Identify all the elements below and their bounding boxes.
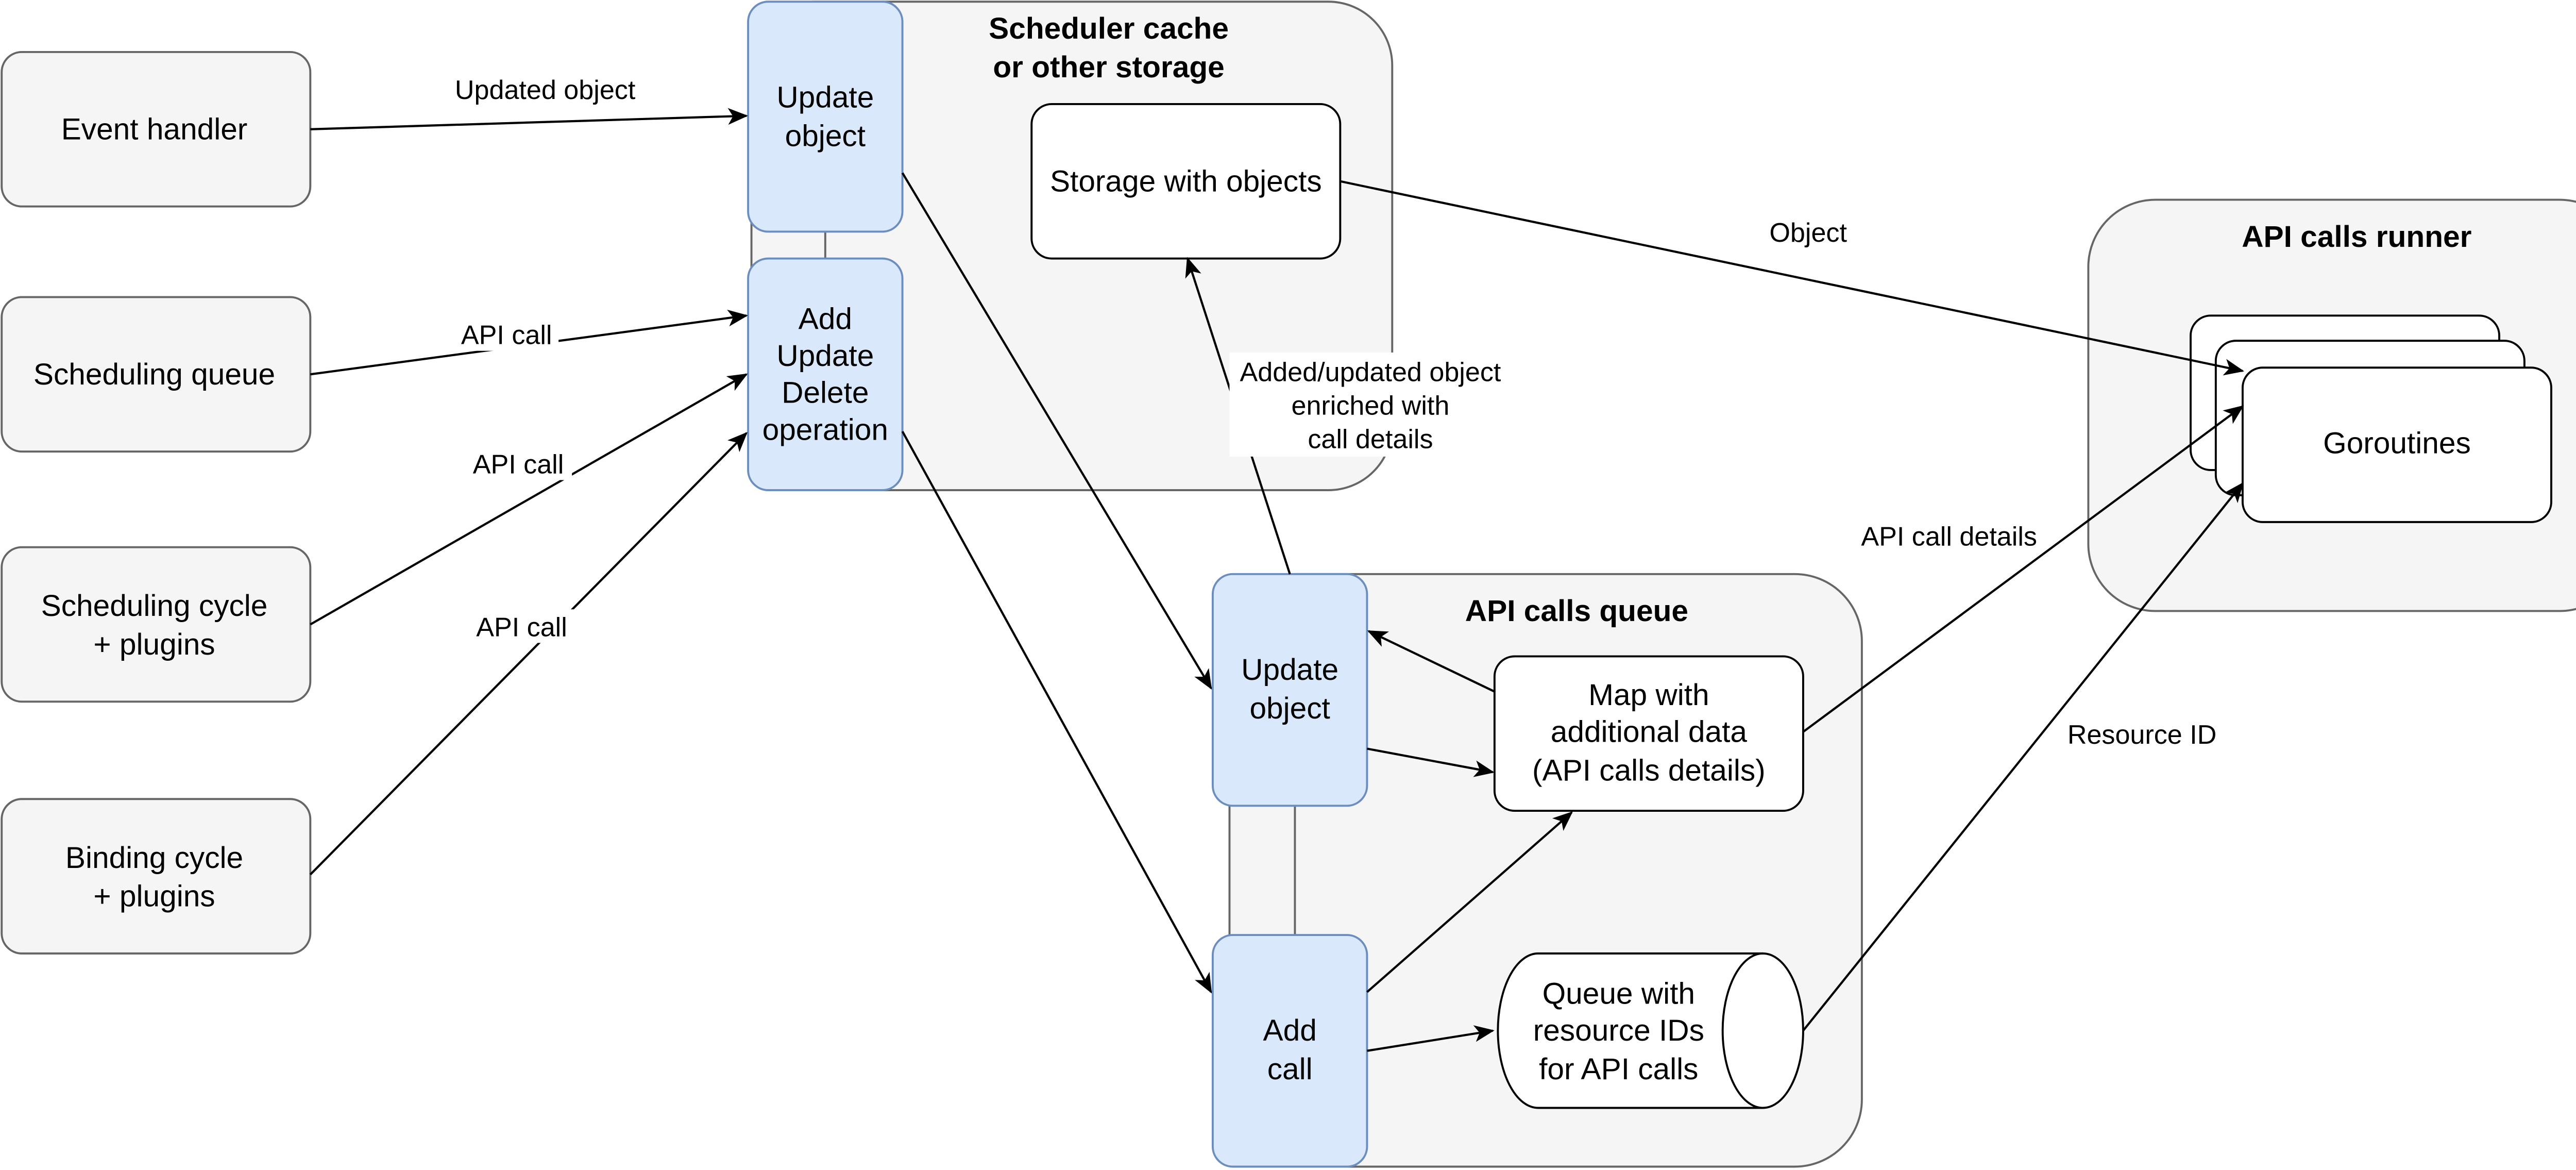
edge-resource-queue-to-goroutines	[1802, 482, 2244, 1032]
resource-id-queue-line1: Queue with	[1543, 977, 1695, 1011]
map-additional-data-line2: additional data	[1551, 715, 1748, 749]
scheduling-cycle-label-line1: Scheduling cycle	[41, 589, 268, 623]
edge-map-to-goroutines	[1802, 405, 2244, 733]
binding-cycle-label-line1: Binding cycle	[65, 841, 243, 875]
api-calls-runner-title: API calls runner	[2242, 220, 2471, 254]
queue-update-object-node: Update object	[1211, 573, 1368, 807]
event-handler-label: Event handler	[61, 112, 248, 146]
resource-id-queue-cylinder: Queue with resource IDs for API calls	[1497, 952, 1804, 1109]
label-api-call-3: API call	[476, 612, 567, 642]
edge-labels: Updated object API call API call API cal…	[454, 75, 2216, 750]
edge-add-call-to-map	[1366, 811, 1573, 993]
add-call-node: Add call	[1211, 934, 1368, 1168]
cache-update-object-line1: Update	[776, 80, 874, 114]
label-object: Object	[1769, 218, 1847, 248]
label-enriched-line3: call details	[1308, 425, 1433, 455]
scheduling-queue-node: Scheduling queue	[1, 296, 312, 453]
label-enriched-line2: enriched with	[1291, 391, 1449, 421]
api-calls-queue-title: API calls queue	[1465, 594, 1688, 628]
edge-cache-update-to-queue-update	[901, 172, 1212, 690]
label-api-call-details: API call details	[1861, 522, 2037, 551]
add-update-delete-line4: operation	[762, 413, 888, 446]
label-updated-object: Updated object	[455, 75, 636, 105]
edge-map-to-queue-update	[1367, 630, 1495, 693]
edges	[309, 108, 2245, 1052]
map-additional-data-line1: Map with	[1588, 678, 1709, 712]
binding-cycle-label-line2: + plugins	[93, 880, 215, 913]
add-update-delete-node: Add Update Delete operation	[747, 257, 904, 491]
scheduler-cache-title-line2: or other storage	[993, 51, 1224, 84]
resource-id-queue-line2: resource IDs	[1533, 1014, 1704, 1047]
edge-add-call-to-resource-queue	[1367, 1025, 1495, 1052]
cache-update-object-node: Update object	[747, 1, 904, 233]
edge-event-handler-to-update-object	[310, 108, 749, 130]
label-api-call-1: API call	[461, 321, 552, 350]
add-call-line2: call	[1267, 1052, 1313, 1086]
goroutine-card-front	[2241, 366, 2552, 523]
queue-update-object-line1: Update	[1241, 653, 1338, 687]
scheduling-cycle-node: Scheduling cycle + plugins	[1, 546, 312, 703]
goroutines-stack: Goroutines	[2190, 314, 2552, 523]
binding-cycle-node: Binding cycle + plugins	[1, 798, 312, 955]
queue-update-object-line2: object	[1249, 692, 1330, 725]
edge-storage-to-goroutines	[1340, 180, 2245, 376]
map-additional-data-node: Map with additional data (API calls deta…	[1493, 655, 1804, 812]
map-additional-data-line3: (API calls details)	[1532, 754, 1766, 787]
edge-queue-update-to-map	[1367, 747, 1495, 777]
scheduling-cycle-label-line2: + plugins	[93, 628, 215, 661]
storage-with-objects-label: Storage with objects	[1050, 164, 1322, 198]
scheduler-cache-title-line1: Scheduler cache	[989, 12, 1229, 45]
label-enriched-line1: Added/updated object	[1240, 357, 1501, 387]
edge-scheduling-cycle-to-operation	[310, 373, 748, 626]
label-resource-id: Resource ID	[2067, 720, 2216, 750]
add-update-delete-line3: Delete	[782, 376, 869, 410]
add-update-delete-line1: Add	[799, 302, 852, 336]
edge-operation-to-add-call	[901, 430, 1212, 994]
cache-update-object-line2: object	[785, 119, 866, 153]
add-call-line1: Add	[1263, 1014, 1317, 1047]
label-api-call-2: API call	[473, 449, 564, 479]
add-update-delete-line2: Update	[776, 339, 874, 373]
storage-with-objects-node: Storage with objects	[1030, 103, 1342, 260]
event-handler-node: Event handler	[1, 51, 312, 208]
edge-binding-cycle-to-operation	[309, 431, 748, 876]
resource-id-queue-line3: for API calls	[1539, 1052, 1698, 1086]
scheduling-queue-label: Scheduling queue	[33, 358, 275, 391]
goroutines-label: Goroutines	[2323, 426, 2471, 460]
